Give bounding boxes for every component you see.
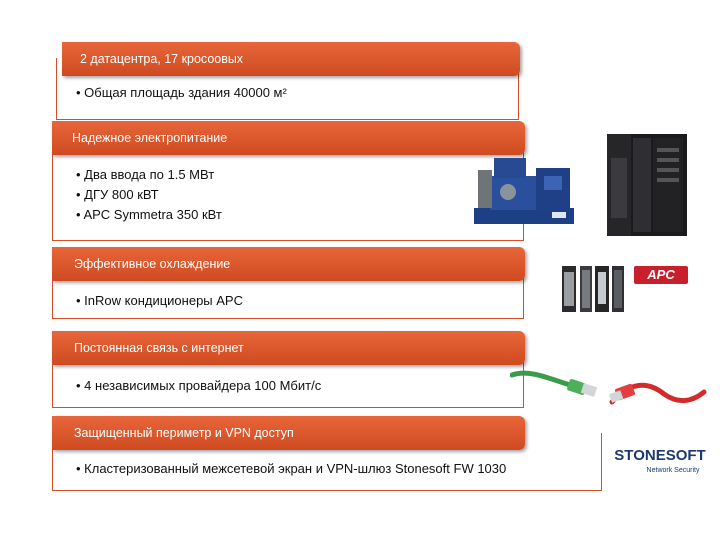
section-heading-2-text: Надежное электропитание: [72, 130, 228, 145]
section-heading-4-text: Постоянная связь с интернет: [74, 340, 244, 355]
section-heading-1-text: 2 датацентра, 17 кросоовых: [80, 51, 244, 66]
section-heading-1: 2 датацентра, 17 кросоовых: [62, 42, 520, 76]
list-item: 4 независимых провайдера 100 Мбит/с: [76, 376, 321, 396]
list-item: APC Symmetra 350 кВт: [76, 205, 221, 225]
ethernet-cable-green-image: [509, 365, 600, 401]
list-item: Два ввода по 1.5 МВт: [76, 165, 222, 185]
section-list-2: Два ввода по 1.5 МВт ДГУ 800 кВТ APC Sym…: [76, 165, 222, 225]
section-heading-4: Постоянная связь с интернет: [52, 331, 525, 365]
section-list-3: InRow кондиционеры APC: [76, 291, 243, 311]
section-heading-5: Защищенный периметр и VPN доступ: [52, 416, 525, 450]
generator-image: [472, 148, 576, 228]
section-heading-5-text: Защищенный периметр и VPN доступ: [74, 425, 294, 440]
list-item: ДГУ 800 кВТ: [76, 185, 222, 205]
list-item: InRow кондиционеры APC: [76, 291, 243, 311]
apc-logo: APC: [634, 266, 688, 284]
section-heading-3-text: Эффективное охлаждение: [74, 256, 231, 271]
ethernet-cable-red-image: [608, 372, 708, 412]
stonesoft-logo-text: STONESOFT: [614, 447, 706, 464]
list-item: Кластеризованный межсетевой экран и VPN-…: [76, 459, 506, 479]
stonesoft-tagline: Network Security: [646, 467, 700, 474]
section-list-4: 4 независимых провайдера 100 Мбит/с: [76, 376, 321, 396]
section-heading-3: Эффективное охлаждение: [52, 247, 525, 281]
stonesoft-logo: STONESOFT Network Security: [612, 446, 708, 486]
ups-cabinet-image: [603, 128, 693, 238]
section-list-5: Кластеризованный межсетевой экран и VPN-…: [76, 459, 506, 479]
section-heading-2: Надежное электропитание: [52, 121, 525, 155]
inrow-cooling-image: APC: [558, 262, 696, 314]
list-item: Общая площадь здания 40000 м²: [76, 83, 287, 103]
section-list-1: Общая площадь здания 40000 м²: [76, 83, 287, 103]
